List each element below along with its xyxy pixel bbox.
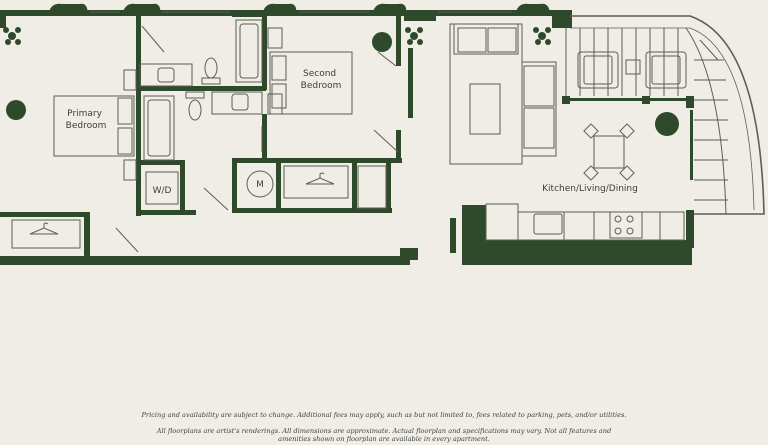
fixtures — [11, 11, 685, 253]
primary-bedroom-label: Primary Bedroom — [66, 109, 107, 131]
walls — [0, 3, 694, 265]
disclaimer-line-3: amenities shown on floorplan are availab… — [278, 435, 490, 443]
second-bedroom-label: Second Bedroom — [301, 69, 342, 91]
hanger-icon — [305, 172, 335, 185]
plant-icon — [3, 27, 21, 45]
hanger-icon — [29, 222, 59, 235]
plant-icon — [533, 27, 551, 45]
kitchen-living-dining-label: Kitchen/Living/Dining — [542, 184, 638, 194]
floor-plan: Primary Bedroom Second Bedroom W/D M Kit… — [0, 3, 765, 265]
mechanical-label: M — [256, 180, 264, 190]
plant-icon — [405, 27, 423, 45]
balcony — [565, 15, 765, 215]
washer-dryer-label: W/D — [153, 186, 172, 196]
disclaimer-line-2: All floorplans are artist's renderings. … — [156, 427, 612, 435]
plants — [3, 27, 679, 136]
disclaimer-line-1: Pricing and availability are subject to … — [141, 411, 627, 419]
